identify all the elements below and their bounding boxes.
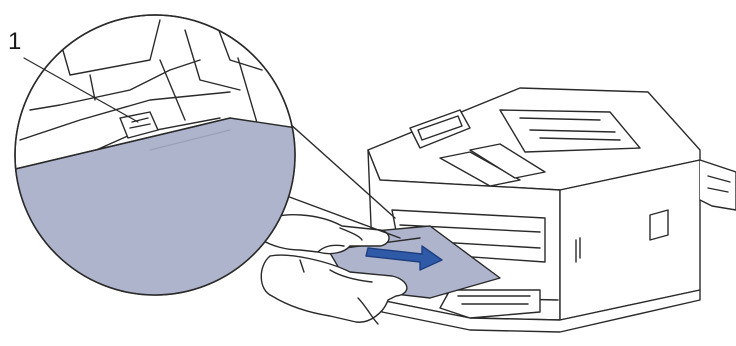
rear-flap: [700, 160, 736, 210]
callout-number: 1: [8, 30, 21, 54]
